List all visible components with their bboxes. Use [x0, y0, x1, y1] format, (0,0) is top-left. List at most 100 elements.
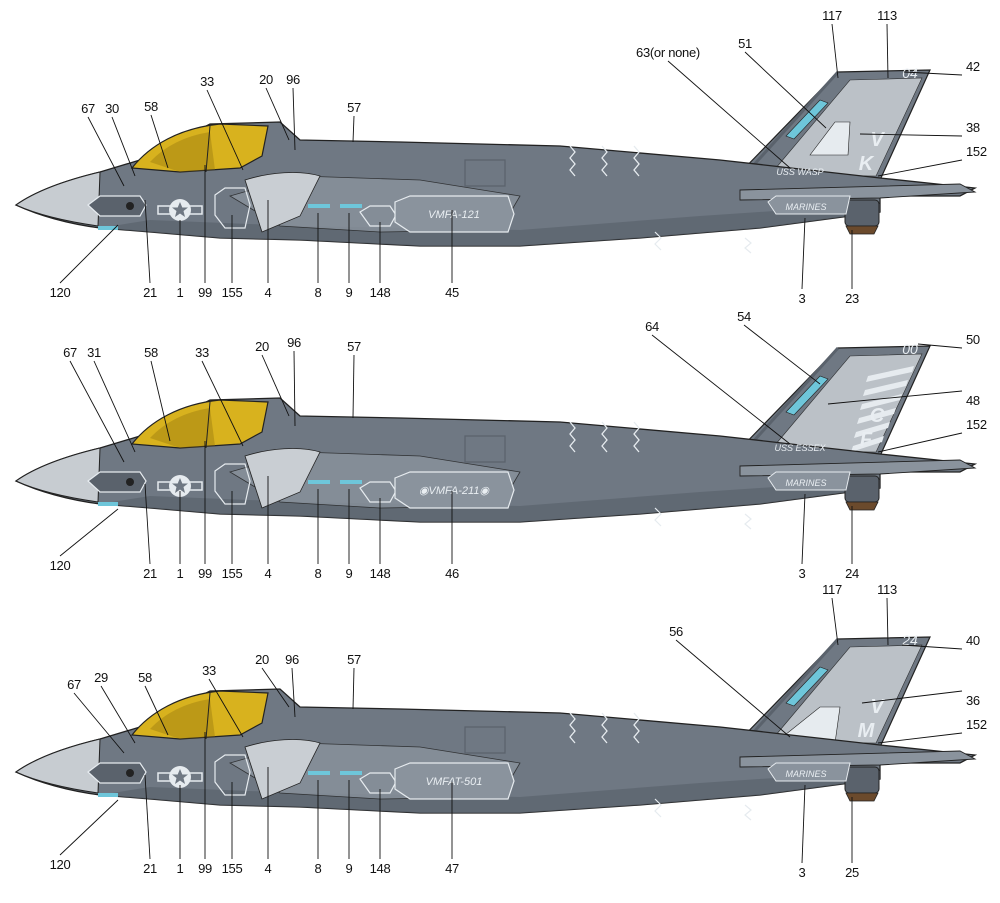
callout: 20	[255, 339, 290, 417]
nose-panel	[87, 471, 147, 493]
callout: 3	[799, 217, 806, 306]
callout-number: 155	[222, 285, 243, 300]
callout-number: 45	[445, 285, 459, 300]
callout-number: 33	[200, 74, 214, 89]
tail-code-lower: F	[860, 429, 873, 451]
fin-stripe	[854, 422, 890, 438]
callout-number: 155	[222, 566, 243, 581]
callout: 21	[143, 774, 157, 876]
callout-number: 67	[67, 677, 81, 692]
callout: 1	[177, 491, 184, 581]
callout: 45	[445, 210, 459, 300]
callout: 30	[105, 101, 136, 177]
leader-line	[93, 360, 136, 453]
callout: 58	[144, 345, 171, 442]
intake-chevron	[244, 172, 321, 233]
leader-line	[917, 343, 963, 349]
callout-number: 99	[198, 566, 212, 581]
fin-leading-edge	[740, 346, 840, 456]
callout: 47	[445, 782, 459, 876]
leader-line	[831, 597, 839, 646]
callout: 99	[198, 732, 212, 876]
ship-name: USS WASP	[776, 167, 823, 177]
service-panel	[767, 762, 851, 782]
callout: 99	[198, 441, 212, 581]
callout-number: 20	[255, 652, 269, 667]
exhaust-tip	[845, 792, 879, 802]
callout-number: 155	[222, 861, 243, 876]
callout: 155	[222, 215, 243, 300]
service-label: MARINES	[785, 769, 826, 779]
callout-number: 3	[799, 291, 806, 306]
callout-number: 67	[81, 101, 95, 116]
callout-number: 47	[445, 861, 459, 876]
nose-blue-light	[98, 502, 118, 506]
leader-line	[886, 597, 889, 646]
leader-line	[292, 87, 296, 151]
callout-number: 57	[347, 100, 361, 115]
callout-number: 31	[87, 345, 101, 360]
nose-cone	[15, 738, 101, 794]
service-panel	[767, 195, 851, 215]
fin-stripe	[851, 436, 884, 452]
leader-line	[150, 114, 169, 169]
walkway-outline	[214, 754, 251, 796]
callout: 57	[347, 652, 361, 710]
sensor-dot	[126, 478, 134, 486]
insignia-star	[172, 769, 188, 784]
callout: 117	[822, 582, 842, 646]
callout-number: 67	[63, 345, 77, 360]
callout: 113	[877, 582, 897, 646]
nose-blue-light	[98, 226, 118, 230]
serration-mark	[601, 421, 608, 453]
leader-line	[291, 667, 296, 718]
serration-mark-lower	[744, 513, 752, 530]
callout: 21	[143, 483, 157, 581]
serration-mark	[569, 145, 576, 177]
callout: 33	[202, 663, 244, 738]
callout-number: 24	[845, 566, 859, 581]
callout: 96	[285, 652, 299, 718]
walkway-outline	[214, 463, 251, 505]
leader-line	[877, 732, 963, 744]
canopy	[130, 690, 269, 740]
leader-line	[877, 159, 963, 177]
leader-line	[744, 51, 827, 129]
callout-number: 152	[966, 417, 987, 432]
callout: 33	[200, 74, 244, 171]
fin-blue-light	[785, 375, 829, 416]
leader-line	[352, 115, 355, 143]
callout: 4	[265, 476, 272, 581]
callout: 20	[259, 72, 290, 141]
callout: 50	[917, 332, 980, 349]
sensor-dot	[126, 202, 134, 210]
callout: 155	[222, 782, 243, 876]
leader-line	[144, 199, 151, 284]
callout: 99	[198, 165, 212, 300]
callout-number: 96	[286, 72, 300, 87]
nose-panel	[87, 195, 147, 217]
callout-number: 113	[877, 8, 897, 23]
leader-line	[861, 690, 963, 704]
exhaust-tip	[845, 225, 879, 235]
callout-number: 3	[799, 566, 806, 581]
callout-number: 9	[346, 285, 353, 300]
formation-light-aft	[340, 204, 362, 208]
callout-number: 152	[966, 144, 987, 159]
serration-mark	[569, 421, 576, 453]
leader-line	[144, 483, 151, 565]
callout-number: 25	[845, 865, 859, 880]
callout: 8	[315, 780, 322, 876]
exhaust-nozzle	[844, 475, 880, 503]
callout: 25	[845, 797, 859, 880]
callout-number: 9	[346, 861, 353, 876]
callout-number: 99	[198, 861, 212, 876]
callout-number: 9	[346, 566, 353, 581]
callout-number: 36	[966, 693, 980, 708]
callout-number: 8	[315, 566, 322, 581]
